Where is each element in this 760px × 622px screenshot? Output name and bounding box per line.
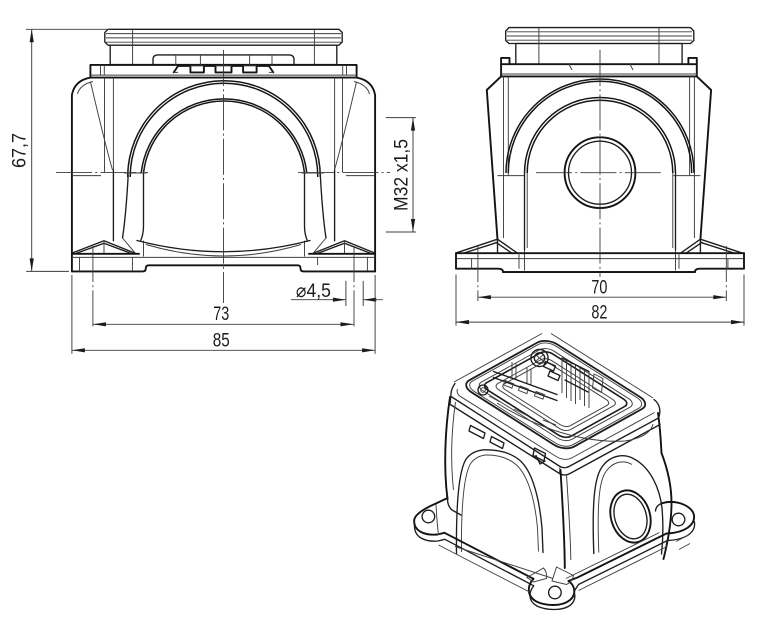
svg-text:70: 70 bbox=[591, 278, 607, 299]
svg-text:85: 85 bbox=[213, 331, 230, 352]
svg-text:M32 x1,5: M32 x1,5 bbox=[392, 139, 413, 211]
svg-text:82: 82 bbox=[591, 302, 607, 323]
svg-text:67,7: 67,7 bbox=[10, 133, 31, 168]
svg-text:⌀4,5: ⌀4,5 bbox=[296, 281, 331, 302]
svg-text:73: 73 bbox=[213, 304, 229, 325]
